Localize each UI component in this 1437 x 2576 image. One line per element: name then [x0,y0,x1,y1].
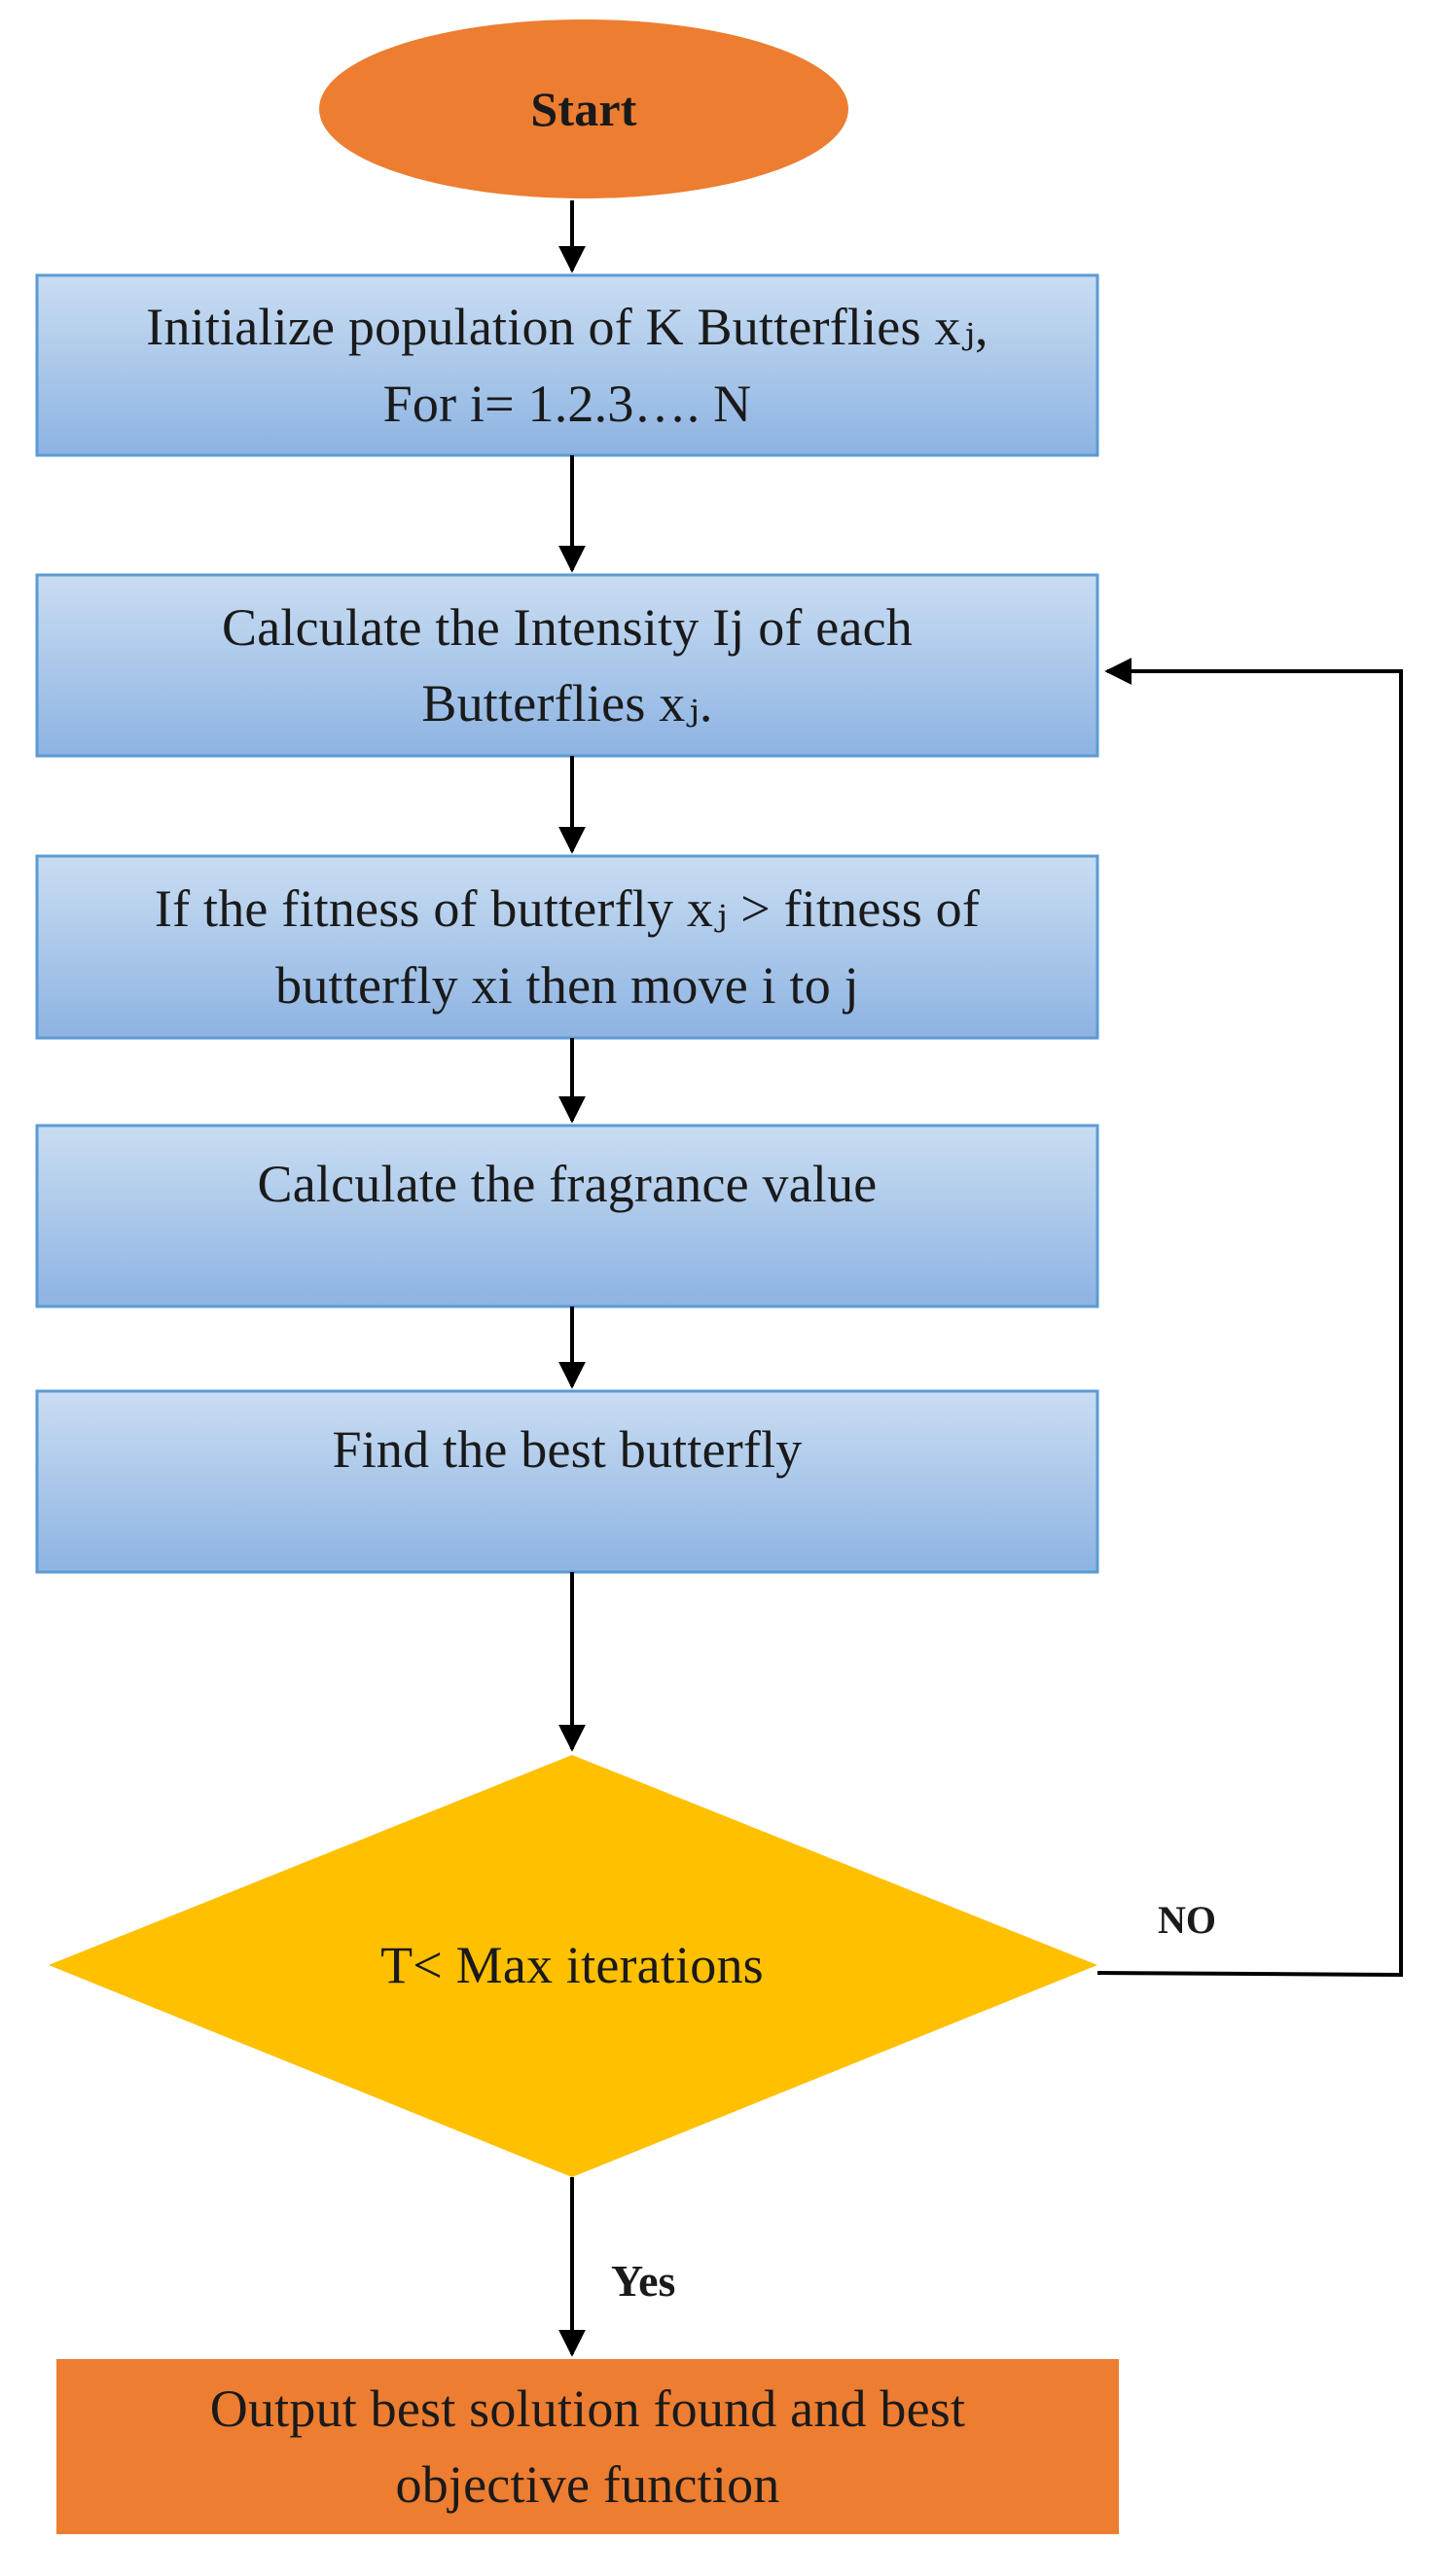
step-line: butterfly xi then move i to j [275,955,859,1015]
decision-node [49,1755,1097,2177]
step-box-init [35,273,1099,457]
step-line: Butterflies xⱼ. [421,674,713,733]
step-text-fitness: If the fitness of butterfly xⱼ > fitness… [37,856,1097,1038]
step-line: Initialize population of K Butterflies x… [146,298,988,357]
step-box-intensity [35,573,1099,758]
end-node [56,2359,1119,2534]
step-line: If the fitness of butterfly xⱼ > fitness… [154,879,981,939]
step-box-fragrance [35,1124,1099,1308]
end-line: objective function [395,2455,780,2514]
edge-label-no: NO [1158,1898,1216,1942]
end-text: Output best solution found and best obje… [56,2359,1119,2534]
step-text-intensity: Calculate the Intensity Ij of each Butte… [37,575,1097,756]
step-text-best: Find the best butterfly [37,1391,1097,1508]
end-line: Output best solution found and best [209,2379,966,2438]
step-line: Calculate the Intensity Ij of each [221,597,913,657]
step-box-best [35,1389,1099,1574]
step-text-init: Initialize population of K Butterflies x… [37,275,1097,455]
edge-label-yes: Yes [611,2256,676,2306]
start-label: Start [530,81,637,136]
arrow-no-loop-back [1096,658,1403,1978]
step-line: Calculate the fragrance value [257,1154,878,1213]
step-text-fragrance: Calculate the fragrance value [37,1126,1097,1242]
start-node [319,19,848,198]
step-line: For i= 1.2.3…. N [382,374,752,433]
decision-label: T< Max iterations [380,1935,764,1994]
step-box-fitness [35,854,1099,1040]
step-line: Find the best butterfly [332,1419,803,1479]
